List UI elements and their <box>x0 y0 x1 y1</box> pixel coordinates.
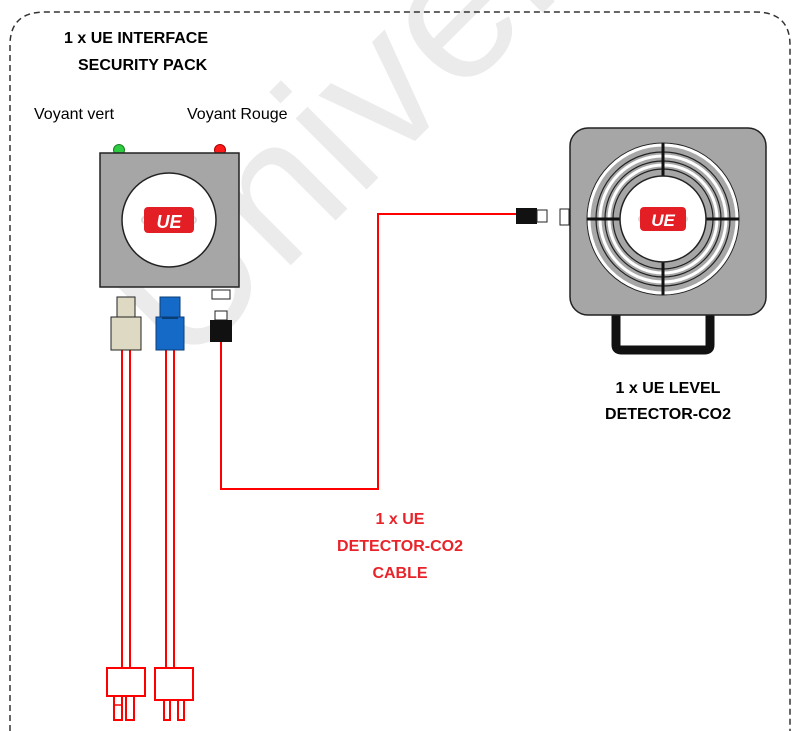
detector-port-icon <box>559 208 570 226</box>
blue-connector-icon <box>155 296 185 351</box>
detector-title-line1: 1 x UE LEVEL <box>615 380 721 397</box>
interface-pack-title-line1: 1 x UE INTERFACE <box>64 30 209 47</box>
cable-label-line3: CABLE <box>372 565 428 582</box>
dashed-border <box>9 11 791 731</box>
detector-box: UE <box>569 127 767 355</box>
detector-ue-logo-icon: UE <box>638 207 688 231</box>
detector-cable-connector-icon <box>516 208 548 224</box>
interface-pack-title-line2: SECURITY PACK <box>78 57 208 74</box>
interface-pack-box: UE <box>99 144 240 288</box>
interface-logo-text: UE <box>156 212 182 232</box>
beige-connector-icon <box>110 296 142 351</box>
detector-logo-text: UE <box>651 211 675 230</box>
black-connector-icon <box>210 310 232 342</box>
green-led-label: Voyant vert <box>34 106 115 123</box>
ue-logo-icon: UE <box>141 207 197 233</box>
plug-left-icon <box>106 667 146 721</box>
cable-label-line2: DETECTOR-CO2 <box>337 538 463 555</box>
detector-co2-cable <box>220 213 516 490</box>
pack-port-icon <box>211 289 231 300</box>
cable-label-line1: 1 x UE <box>375 511 425 528</box>
red-led-label: Voyant Rouge <box>187 106 288 123</box>
detector-title-line2: DETECTOR-CO2 <box>605 406 731 423</box>
plug-right-icon <box>154 667 194 721</box>
power-cables <box>121 350 175 668</box>
